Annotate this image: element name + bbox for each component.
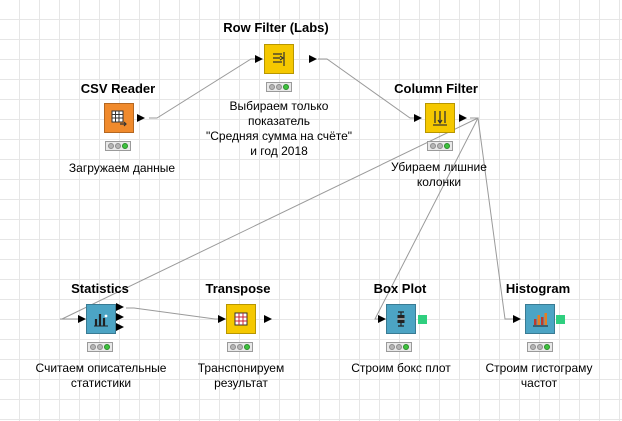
- csv-reader-output-port: [137, 114, 145, 122]
- histogram-icon[interactable]: [525, 304, 555, 334]
- statistics-output-port-3: [116, 323, 124, 331]
- node-description: Строим бокс плот: [351, 361, 451, 375]
- status-traffic-light: [527, 342, 553, 352]
- ports: [78, 55, 521, 331]
- histogram-input-port: [513, 315, 521, 323]
- column-filter-input-port: [414, 114, 422, 122]
- node-title: Histogram: [505, 281, 571, 296]
- box-plot-view-port: [418, 315, 427, 324]
- connection-statistics-to-transpose[interactable]: [126, 307, 222, 320]
- connection-column-filter-to-histogram[interactable]: [470, 117, 518, 320]
- node-description: Выбираем только показатель "Средняя сумм…: [205, 99, 353, 158]
- column-filter-icon[interactable]: [425, 103, 455, 133]
- histogram-view-port: [556, 315, 565, 324]
- node-description: Считаем описательные статистики: [35, 361, 167, 390]
- transpose-icon[interactable]: [226, 304, 256, 334]
- node-title: Transpose: [205, 281, 271, 296]
- table-read-icon[interactable]: [104, 103, 134, 133]
- status-traffic-light: [87, 342, 113, 352]
- status-traffic-light: [266, 82, 292, 92]
- status-traffic-light: [105, 141, 131, 151]
- node-description: Загружаем данные: [68, 161, 176, 175]
- node-description: Транспонируем результат: [197, 361, 285, 390]
- row-filter-icon[interactable]: [264, 44, 294, 74]
- node-title: Box Plot: [373, 281, 427, 296]
- status-traffic-light: [227, 342, 253, 352]
- node-title: Row Filter (Labs): [223, 20, 329, 35]
- transpose-output-port: [264, 315, 272, 323]
- box-plot-input-port: [378, 315, 386, 323]
- row-filter-input-port: [255, 55, 263, 63]
- transpose-input-port: [218, 315, 226, 323]
- node-title: Statistics: [71, 281, 129, 296]
- node-title: CSV Reader: [80, 81, 156, 96]
- row-filter-output-port: [309, 55, 317, 63]
- statistics-output-port-1: [116, 303, 124, 311]
- statistics-output-port-2: [116, 313, 124, 321]
- box-plot-icon[interactable]: [386, 304, 416, 334]
- node-title: Column Filter: [394, 81, 478, 96]
- statistics-input-port: [78, 315, 86, 323]
- status-traffic-light: [386, 342, 412, 352]
- node-description: Строим гистограму частот: [485, 361, 593, 390]
- status-traffic-light: [427, 141, 453, 151]
- statistics-icon[interactable]: [86, 304, 116, 334]
- column-filter-output-port: [459, 114, 467, 122]
- node-description: Убираем лишние колонки: [391, 160, 487, 189]
